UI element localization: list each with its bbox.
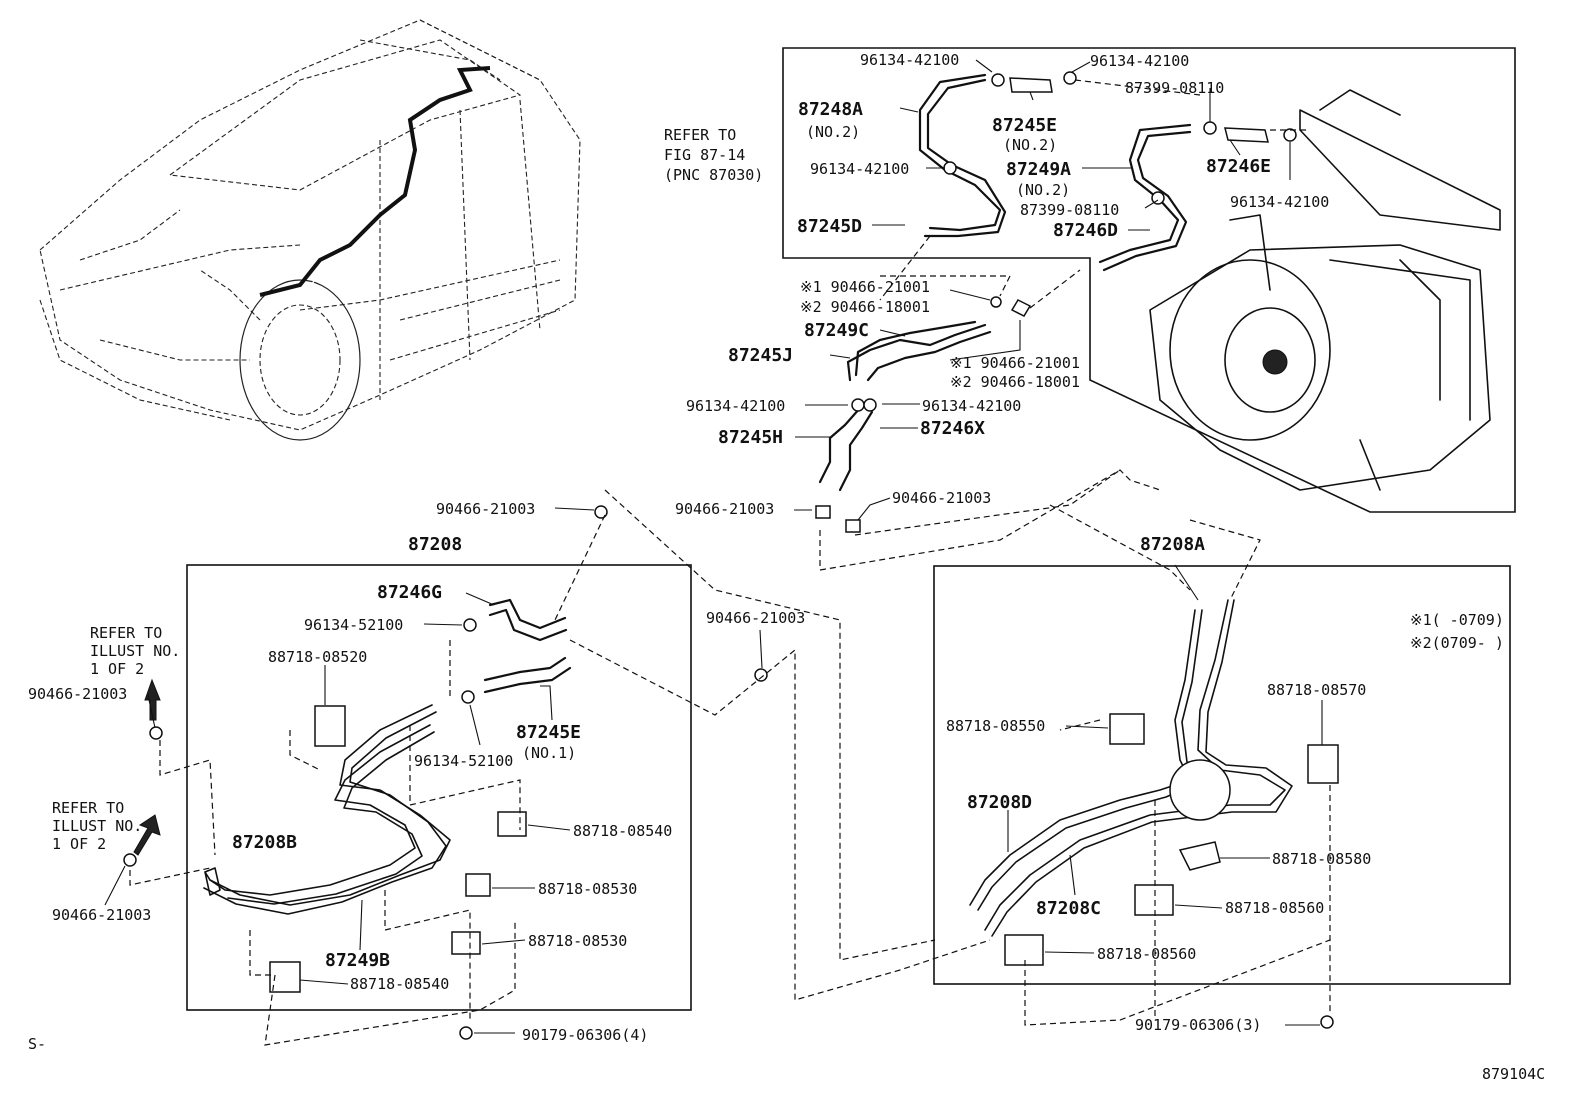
- label-87246G: 87246G: [377, 582, 442, 603]
- label-90466-21003-b: 90466-21003: [675, 500, 774, 518]
- label-90179-06306-4: 90179-06306(4): [522, 1026, 648, 1044]
- leader-lines: [104, 59, 1323, 1034]
- label-87246E: 87246E: [1206, 156, 1271, 177]
- label-88718-08560-b: 88718-08560: [1097, 945, 1196, 963]
- label-87245E-top-sub: (NO.2): [1003, 136, 1057, 154]
- label-88718-08570: 88718-08570: [1267, 681, 1366, 699]
- ref-fig-line3: (PNC 87030): [664, 166, 763, 184]
- ref-fig-line1: REFER TO: [664, 126, 736, 144]
- label-96134-42100-a: 96134-42100: [860, 51, 959, 69]
- ref-illust-b-line2: ILLUST NO.: [52, 817, 142, 835]
- label-87248A: 87248A: [798, 99, 863, 120]
- label-87249A-sub: (NO.2): [1016, 181, 1070, 199]
- label-87249C: 87249C: [804, 320, 869, 341]
- label-88718-08520: 88718-08520: [268, 648, 367, 666]
- label-88718-08550: 88718-08550: [946, 717, 1045, 735]
- label-88718-08560-a: 88718-08560: [1225, 899, 1324, 917]
- label-87245J: 87245J: [728, 345, 793, 366]
- label-88718-08530-a: 88718-08530: [538, 880, 637, 898]
- label-90466-21003-a: 90466-21003: [436, 500, 535, 518]
- label-87399-08110-a: 87399-08110: [1125, 79, 1224, 97]
- label-87245E-top: 87245E: [992, 115, 1057, 136]
- label-87208: 87208: [408, 534, 462, 555]
- figure-id: 879104C: [1482, 1065, 1545, 1083]
- label-96134-42100-c: 96134-42100: [810, 160, 909, 178]
- label-90466-21003-c: 90466-21003: [892, 489, 991, 507]
- assembly-87208A-box: [933, 565, 1511, 985]
- pipe-assembly-87208: [123, 505, 768, 1040]
- ref-illust-b-line3: 1 OF 2: [52, 835, 106, 853]
- ref-illust-b-line1: REFER TO: [52, 799, 124, 817]
- label-87249B: 87249B: [325, 950, 390, 971]
- label-87245E-low-sub: (NO.1): [522, 744, 576, 762]
- note-2: ※2(0709- ): [1410, 634, 1504, 652]
- label-clip-note-a2: ※2 90466-18001: [800, 298, 930, 316]
- label-87208A: 87208A: [1140, 534, 1205, 555]
- upper-hoses: [918, 71, 1297, 272]
- label-87245H: 87245H: [718, 427, 783, 448]
- label-87208B: 87208B: [232, 832, 297, 853]
- part-labels: 96134-42100 96134-42100 87248A (NO.2) 87…: [28, 51, 1545, 1083]
- label-96134-42100-f: 96134-42100: [922, 397, 1021, 415]
- pipe-assembly-87208A: [969, 599, 1339, 1029]
- label-96134-42100-e: 96134-42100: [686, 397, 785, 415]
- middle-hoses: [815, 296, 1032, 533]
- label-87399-08110-b: 87399-08110: [1020, 201, 1119, 219]
- label-96134-42100-d: 96134-42100: [1230, 193, 1329, 211]
- ref-illust-a-line3: 1 OF 2: [90, 660, 144, 678]
- corner-mark: S-: [28, 1035, 46, 1053]
- label-87248A-sub: (NO.2): [806, 123, 860, 141]
- assembly-87208-box: [186, 564, 692, 1011]
- label-88718-08530-b: 88718-08530: [528, 932, 627, 950]
- label-90466-21003-d: 90466-21003: [706, 609, 805, 627]
- ref-illust-a-line1: REFER TO: [90, 624, 162, 642]
- label-clip-note-b1: ※1 90466-21001: [950, 354, 1080, 372]
- label-96134-52100-a: 96134-52100: [304, 616, 403, 634]
- note-1: ※1( -0709): [1410, 611, 1504, 629]
- label-96134-42100-b: 96134-42100: [1090, 52, 1189, 70]
- vehicle-outline: [39, 19, 581, 441]
- label-90466-21003-f: 90466-21003: [52, 906, 151, 924]
- ref-fig-line2: FIG 87-14: [664, 146, 745, 164]
- label-87249A: 87249A: [1006, 159, 1071, 180]
- label-90179-06306-3: 90179-06306(3): [1135, 1016, 1261, 1034]
- label-87208C: 87208C: [1036, 898, 1101, 919]
- label-88718-08540-a: 88718-08540: [573, 822, 672, 840]
- label-87246D: 87246D: [1053, 220, 1118, 241]
- label-88718-08540-b: 88718-08540: [350, 975, 449, 993]
- hvac-unit-group: [782, 47, 1516, 513]
- label-87245E-low: 87245E: [516, 722, 581, 743]
- label-clip-note-a1: ※1 90466-21001: [800, 278, 930, 296]
- label-87208D: 87208D: [967, 792, 1032, 813]
- label-87245D: 87245D: [797, 216, 862, 237]
- dashed-guides: [129, 79, 1331, 1046]
- label-90466-21003-e: 90466-21003: [28, 685, 127, 703]
- label-96134-52100-b: 96134-52100: [414, 752, 513, 770]
- ref-illust-a-line2: ILLUST NO.: [90, 642, 180, 660]
- label-87246X: 87246X: [920, 418, 985, 439]
- label-clip-note-b2: ※2 90466-18001: [950, 373, 1080, 391]
- label-88718-08580: 88718-08580: [1272, 850, 1371, 868]
